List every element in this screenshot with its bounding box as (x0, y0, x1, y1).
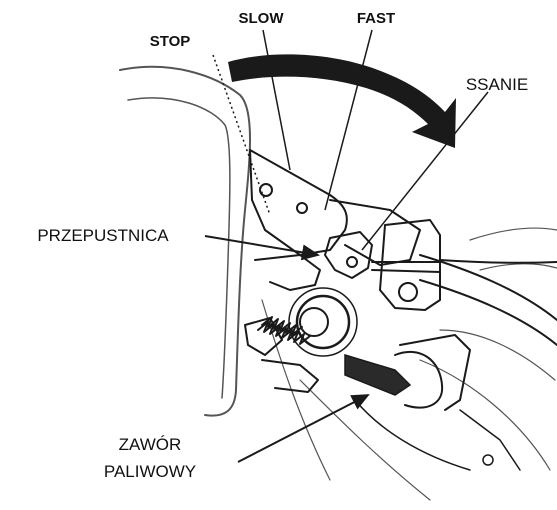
choke-bracket (380, 220, 557, 345)
engine-housing-outline (120, 67, 557, 500)
pivot-bolt (289, 288, 357, 356)
slow-label: SLOW (239, 10, 285, 27)
fast-indicator-line (325, 30, 372, 210)
fuel-valve-label-line2: PALIWOWY (104, 462, 196, 481)
throttle-label: PRZEPUSTNICA (37, 226, 169, 245)
choke-label: SSANIE (466, 75, 528, 94)
fast-label: FAST (357, 10, 395, 27)
speed-direction-arrow (228, 54, 456, 148)
stop-label: STOP (150, 33, 191, 50)
slow-indicator-line (263, 30, 290, 170)
fuel-valve-label-line1: ZAWÓR (119, 435, 182, 454)
throttle-leader-line (205, 236, 318, 255)
